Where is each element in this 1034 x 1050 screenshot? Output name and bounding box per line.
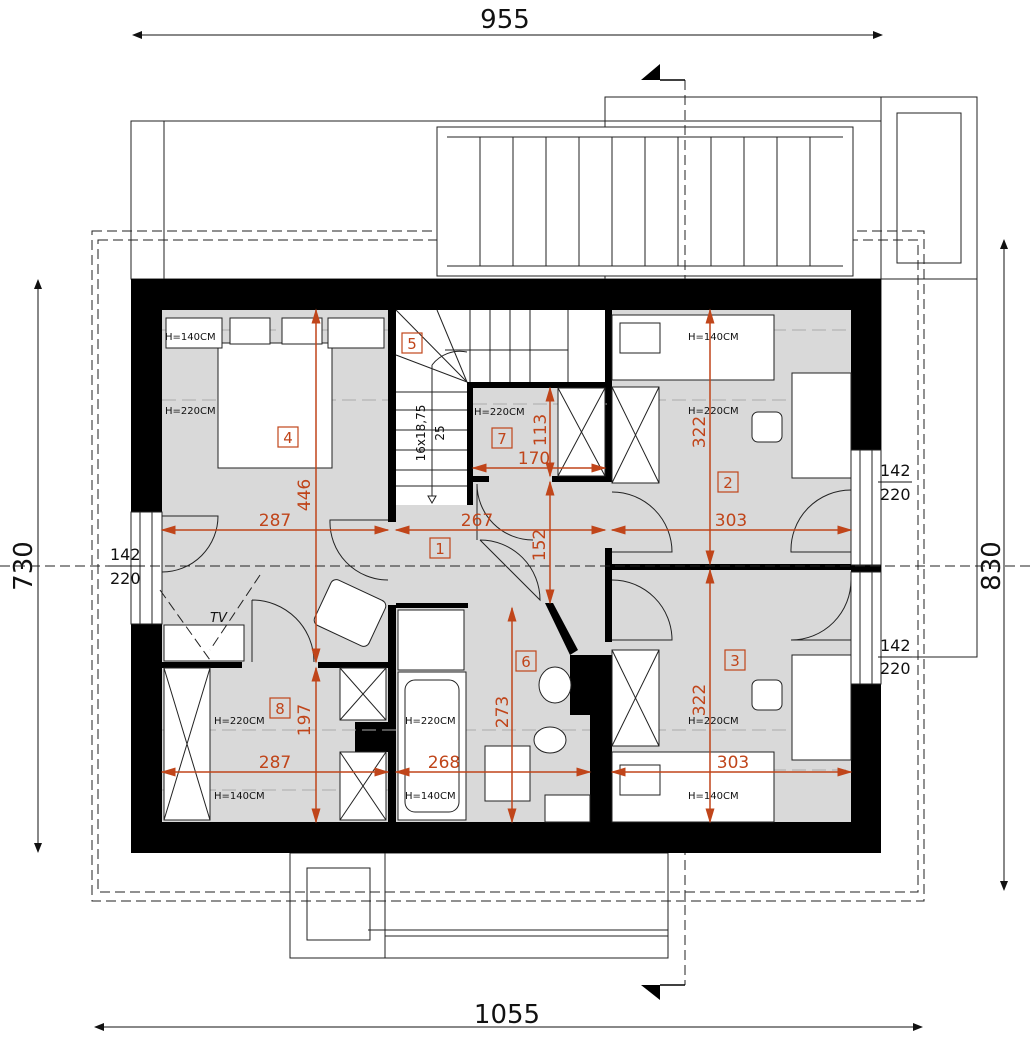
room-number-4: 4 [283,429,293,447]
dim-bath-width: 268 [428,753,460,773]
h-label: H=220CM [688,716,739,727]
window-right-lower [850,571,882,685]
dim-r7-length: 113 [531,414,551,446]
room-number-2: 2 [723,474,733,492]
h-label: H=220CM [474,407,525,418]
window-right-upper-height: 220 [880,485,911,504]
h-label: H=140CM [214,791,265,802]
internal-stairs: 16x18,75 25 [395,309,569,505]
room-number-8: 8 [275,700,285,718]
double-bed [217,342,333,469]
room-number-5: 5 [407,335,417,353]
armchair [313,579,387,647]
dim-top: 955 [480,5,530,35]
wardrobes [163,386,660,821]
room-numbers: 1 2 3 4 5 6 7 8 [269,332,746,719]
dim-r8-width: 287 [259,753,291,773]
room-number-7: 7 [497,430,507,448]
h-label: H=220CM [688,406,739,417]
h-label: H=140CM [165,332,216,343]
external-stairs [436,126,854,277]
dim-r4-length: 446 [295,479,315,511]
window-right-upper [850,449,882,566]
tv-label: TV [210,611,228,626]
desk-room-3 [791,654,852,761]
shower [397,609,465,671]
window-labels: 142 220 142 220 142 220 [108,461,912,678]
window-left-height: 220 [110,569,141,588]
doors [161,483,852,663]
sink [538,666,572,704]
dim-bottom: 1055 [474,1000,540,1030]
dim-r3-width: 303 [717,753,749,773]
h-label: H=220CM [165,406,216,417]
dim-r6-length: 273 [493,696,513,728]
window-left [130,511,163,625]
window-left-width: 142 [110,545,141,564]
room-number-3: 3 [730,652,740,670]
room-number-6: 6 [521,653,531,671]
dim-r7-width: 170 [518,449,550,469]
room-number-1: 1 [435,540,445,558]
interior-walls [162,310,851,822]
h-label: H=140CM [688,791,739,802]
stair-tread-label: 25 [433,425,447,440]
h-label: H=140CM [405,791,456,802]
terrace [130,96,978,658]
window-right-upper-width: 142 [880,461,911,480]
h-label: H=140CM [688,332,739,343]
desk-room-2 [791,372,852,479]
window-right-lower-width: 142 [880,636,911,655]
balcony [289,852,669,959]
toilet [533,726,567,754]
room-dimensions: 287 446 267 152 303 322 303 322 170 113 … [160,308,853,824]
h-label: H=220CM [405,716,456,727]
furniture: TV [159,314,852,823]
dim-r2-length: 322 [690,416,710,448]
dim-r4-width: 287 [259,511,291,531]
stair-steps-label: 16x18,75 [414,405,428,462]
h-label: H=220CM [214,716,265,727]
dim-r1-length: 152 [530,529,550,561]
dim-r8-length: 197 [295,704,315,736]
washing-machine [484,745,531,802]
window-right-lower-height: 220 [880,659,911,678]
dim-r2-width: 303 [715,511,747,531]
dim-r3-length: 322 [690,684,710,716]
dim-r1-width: 267 [461,511,493,531]
